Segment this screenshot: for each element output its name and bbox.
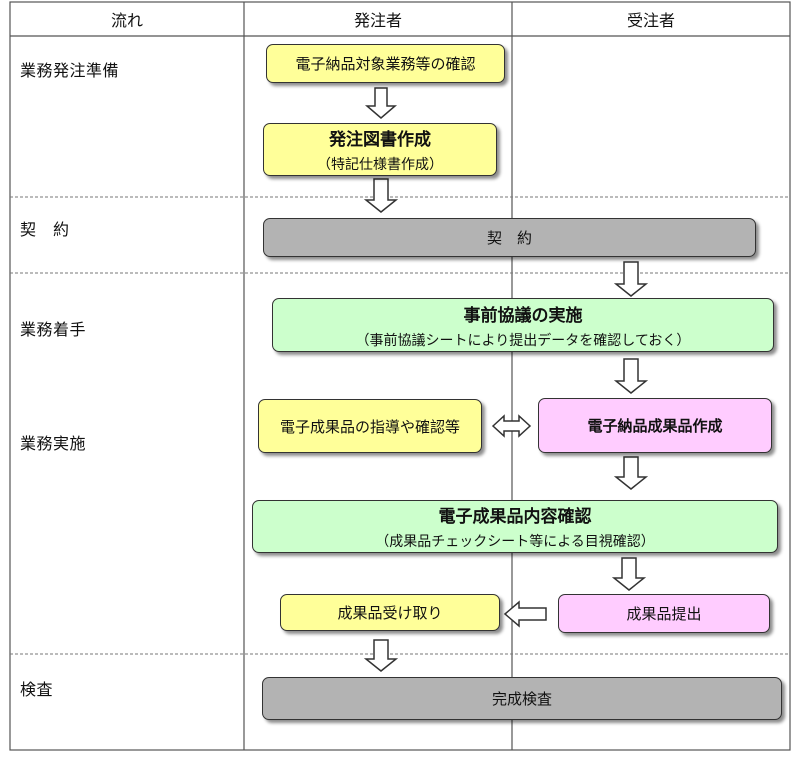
box-label: 電子成果品の指導や確認等 bbox=[279, 417, 460, 436]
down-arrow bbox=[611, 557, 647, 591]
phase-label-start: 業務着手 bbox=[20, 320, 87, 339]
content-check-box: 電子成果品内容確認 （成果品チェックシート等による目視確認） bbox=[252, 500, 778, 553]
box-subtitle: （成果品チェックシート等による目視確認） bbox=[375, 534, 655, 550]
down-arrow bbox=[613, 261, 649, 297]
table-frame bbox=[9, 1, 791, 751]
column-header-flow: 流れ bbox=[110, 11, 143, 30]
down-arrow bbox=[613, 358, 649, 394]
create-docs-box: 発注図書作成 （特記仕様書作成） bbox=[263, 123, 497, 176]
box-label: 成果品提出 bbox=[626, 605, 702, 623]
double-arrow bbox=[491, 414, 532, 438]
phase-label-inspection: 検査 bbox=[20, 680, 54, 699]
box-label: 成果品受け取り bbox=[337, 604, 443, 622]
down-arrow bbox=[613, 456, 649, 490]
contract-box: 契 約 bbox=[263, 218, 756, 257]
confirm-target-box: 電子納品対象業務等の確認 bbox=[266, 44, 505, 83]
pre-meeting-box: 事前協議の実施 （事前協議シートにより提出データを確認しておく） bbox=[272, 298, 774, 352]
left-arrow bbox=[503, 600, 547, 628]
down-arrow bbox=[364, 87, 398, 119]
receive-box: 成果品受け取り bbox=[280, 594, 500, 631]
phase-label-contract: 契 約 bbox=[20, 220, 70, 239]
phase-label-preparation: 業務発注準備 bbox=[20, 61, 120, 80]
box-label: 完成検査 bbox=[491, 690, 552, 708]
submit-box: 成果品提出 bbox=[558, 594, 770, 633]
down-arrow bbox=[363, 639, 399, 672]
create-deliverables-box: 電子納品成果品作成 bbox=[538, 398, 772, 453]
box-label: 契 約 bbox=[486, 229, 532, 247]
inspection-box: 完成検査 bbox=[262, 677, 782, 720]
down-arrow bbox=[363, 178, 399, 213]
box-label: 電子納品対象業務等の確認 bbox=[295, 55, 476, 73]
phase-label-execution: 業務実施 bbox=[20, 434, 87, 453]
box-label: 電子納品成果品作成 bbox=[587, 417, 723, 435]
column-header-contractor: 受注者 bbox=[626, 11, 675, 30]
box-subtitle: （特記仕様書作成） bbox=[317, 157, 443, 173]
box-title: 発注図書作成 bbox=[329, 130, 431, 150]
box-title: 電子成果品内容確認 bbox=[438, 507, 592, 527]
column-header-orderer: 発注者 bbox=[353, 11, 402, 30]
guidance-box: 電子成果品の指導や確認等 bbox=[258, 399, 482, 453]
box-title: 事前協議の実施 bbox=[463, 305, 583, 326]
box-subtitle: （事前協議シートにより提出データを確認しておく） bbox=[355, 332, 691, 349]
